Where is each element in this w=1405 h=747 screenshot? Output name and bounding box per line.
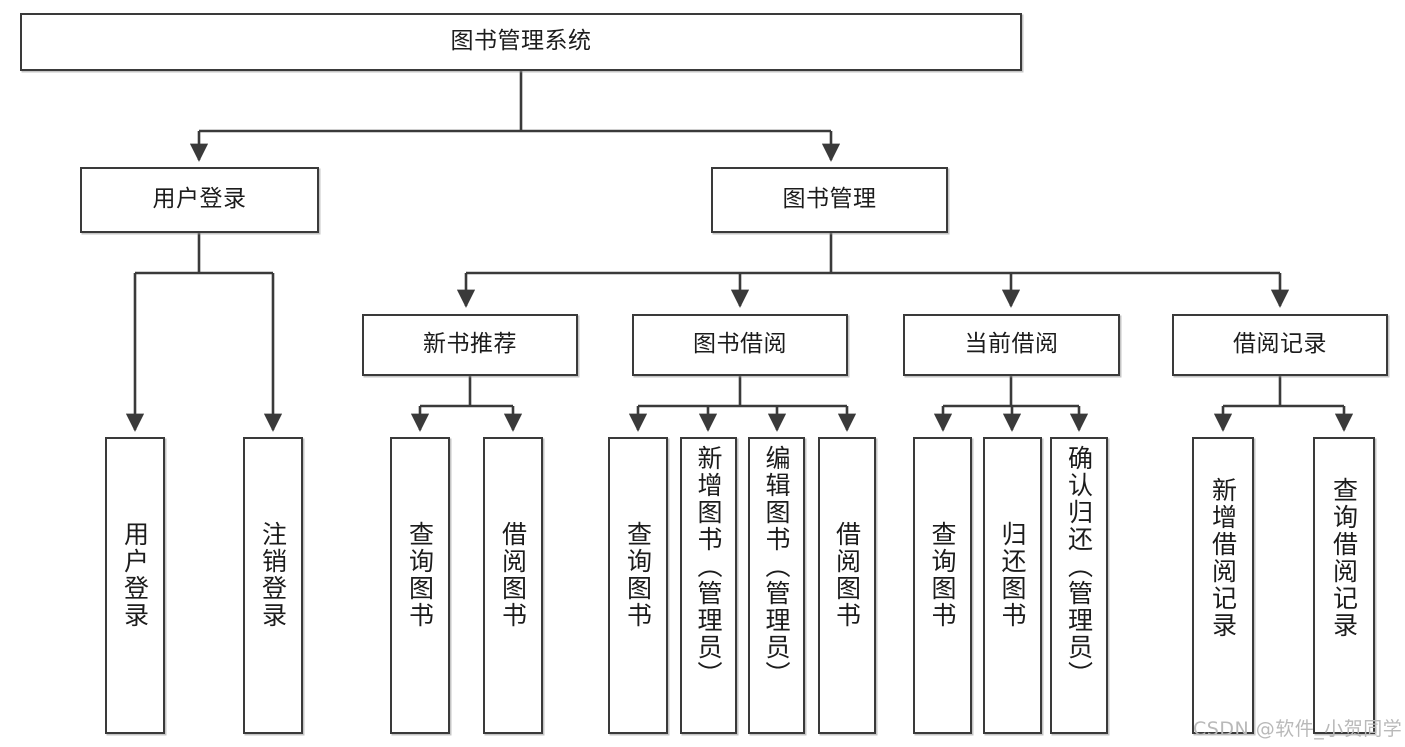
node-label: 当前借阅 [964, 331, 1059, 358]
node-current-borrow[interactable]: 当前借阅 [903, 314, 1120, 376]
node-leaf-edit-book[interactable]: 编辑图书（管理员） [748, 437, 805, 734]
node-leaf-query-record[interactable]: 查询借阅记录 [1313, 437, 1375, 734]
node-label: 查询图书 [623, 521, 653, 629]
node-borrow-record[interactable]: 借阅记录 [1172, 314, 1388, 376]
node-label: 编辑图书（管理员） [762, 445, 791, 688]
node-label: 借阅记录 [1233, 331, 1327, 358]
node-leaf-query-book-2[interactable]: 查询图书 [608, 437, 668, 734]
node-label: 图书借阅 [693, 331, 787, 358]
node-label: 新书推荐 [423, 331, 517, 358]
node-leaf-return-book[interactable]: 归还图书 [983, 437, 1042, 734]
node-leaf-borrow-book-2[interactable]: 借阅图书 [818, 437, 876, 734]
node-book-management-system[interactable]: 图书管理系统 [20, 13, 1022, 71]
node-leaf-add-book[interactable]: 新增图书（管理员） [680, 437, 737, 734]
node-label: 用户登录 [120, 521, 150, 629]
node-leaf-confirm-return[interactable]: 确认归还（管理员） [1050, 437, 1108, 734]
node-label: 图书管理 [782, 186, 877, 213]
node-leaf-add-record[interactable]: 新增借阅记录 [1192, 437, 1254, 734]
node-label: 新增图书（管理员） [694, 445, 723, 688]
node-label: 确认归还（管理员） [1064, 445, 1094, 688]
node-leaf-query-book-3[interactable]: 查询图书 [913, 437, 972, 734]
node-user-login[interactable]: 用户登录 [80, 167, 319, 233]
node-label: 查询图书 [928, 521, 957, 629]
node-label: 查询图书 [405, 521, 435, 629]
node-book-management[interactable]: 图书管理 [711, 167, 948, 233]
node-leaf-query-book-1[interactable]: 查询图书 [390, 437, 450, 734]
node-new-book-recommend[interactable]: 新书推荐 [362, 314, 578, 376]
node-label: 图书管理系统 [450, 28, 592, 55]
node-leaf-borrow-book-1[interactable]: 借阅图书 [483, 437, 543, 734]
node-leaf-user-login[interactable]: 用户登录 [105, 437, 165, 734]
node-label: 借阅图书 [832, 521, 862, 629]
csdn-watermark: CSDN @软件_小贺同学 [1193, 718, 1403, 740]
node-label: 新增借阅记录 [1208, 477, 1238, 639]
node-label: 用户登录 [152, 186, 247, 213]
node-label: 归还图书 [998, 521, 1027, 629]
node-label: 注销登录 [258, 521, 288, 629]
node-book-borrow[interactable]: 图书借阅 [632, 314, 848, 376]
node-leaf-logout-login[interactable]: 注销登录 [243, 437, 303, 734]
node-label: 查询借阅记录 [1329, 477, 1359, 639]
node-label: 借阅图书 [498, 521, 528, 629]
